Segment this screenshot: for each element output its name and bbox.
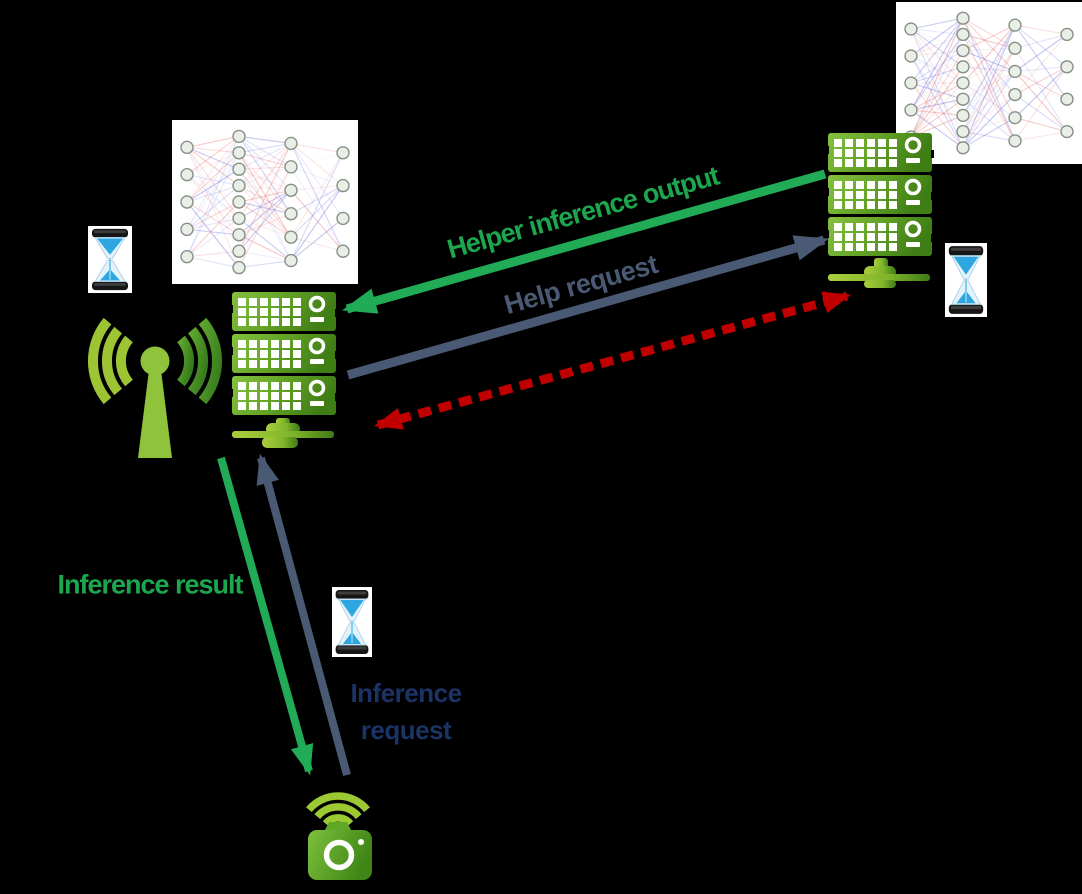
help-request-arrow [346,235,829,380]
hourglass-icon [945,243,987,317]
helper-inference-output-arrow [342,169,827,314]
neural-network-icon [896,2,1082,164]
neural-network-icon [172,120,358,284]
hourglass-icon [332,587,372,657]
server-units [230,292,338,415]
camera-icon [298,778,382,884]
network-connector-icon [232,418,334,448]
inference-request-arrow [256,453,351,777]
wifi-waves-icon [306,792,370,827]
signal-waves-left-icon [87,317,134,405]
inference-result-arrow [217,456,314,776]
camera-lens [323,839,355,871]
server-units [826,133,934,256]
hourglass-icon [88,226,132,293]
inference-request-label: Inference request [350,675,462,749]
inference-request-line2: request [360,715,452,745]
network-connector-icon [828,258,930,288]
inference-result-label: Inference result [57,569,243,600]
edge-server-icon [230,287,338,449]
inference-request-line1: Inference [350,678,462,709]
antenna-tower-icon [82,308,227,460]
helper-server-icon [826,129,934,289]
red-dashed-double-arrow [373,291,852,430]
